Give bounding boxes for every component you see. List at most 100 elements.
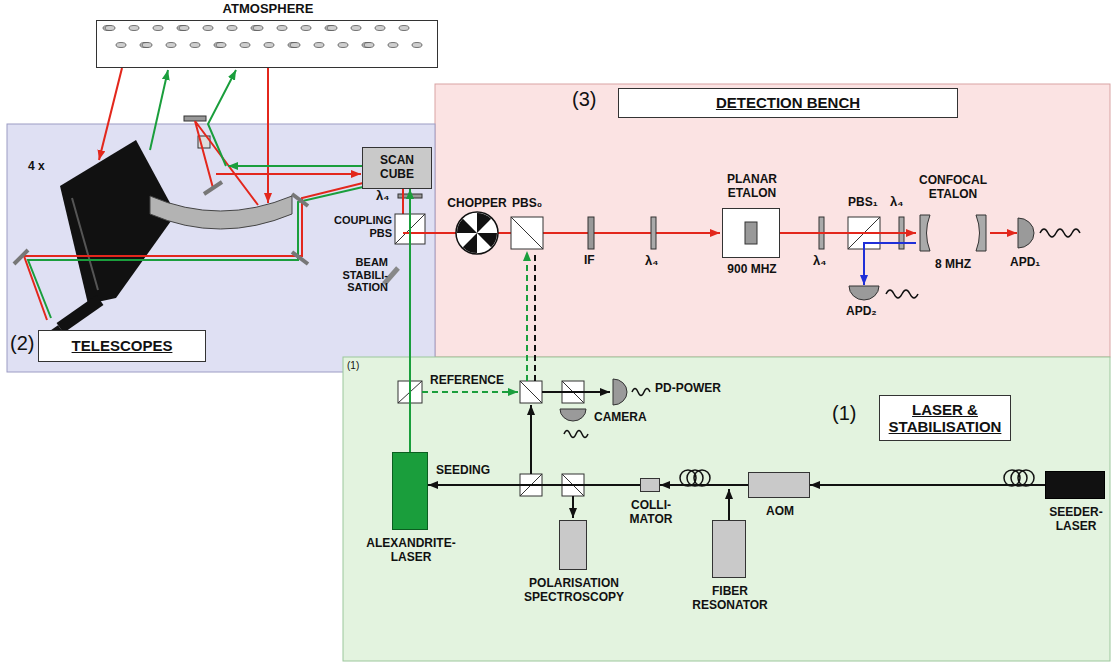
detection-panel: (3)DETECTION BENCHPLANAR ETALON900 MHZCO…	[435, 84, 1110, 357]
signal-wave	[564, 431, 588, 438]
fiber-coil	[680, 470, 1034, 486]
node-outline	[848, 285, 880, 301]
folding-mirror	[204, 182, 222, 194]
backscatter-ray	[195, 121, 258, 205]
beam-connector	[990, 232, 1017, 234]
beam-splitter-cube	[511, 217, 543, 249]
component-box: COLLI-MATOR	[640, 478, 660, 492]
section-heading: LASER & STABILISATION	[879, 395, 1011, 441]
part-label: REFERENCE	[430, 374, 514, 388]
box-text: SCAN CUBE	[368, 154, 426, 182]
node-outline	[723, 209, 781, 259]
component-box: FIBER RESONATOR	[712, 520, 746, 578]
signal-wave	[886, 290, 918, 298]
beam-connector	[428, 484, 640, 486]
waveplate	[651, 217, 656, 249]
box-text: LASER & STABILISATION	[885, 401, 1005, 436]
part-label: (1)	[347, 360, 371, 372]
mirror	[292, 252, 308, 264]
detector: CAMERA	[559, 408, 587, 422]
beam-connector	[660, 484, 748, 486]
detector: APD₂	[848, 285, 880, 301]
node-outline	[1017, 217, 1035, 249]
node-caption: APD₁	[1010, 256, 1060, 270]
beam-connector	[409, 189, 411, 452]
node-caption: POLARISATION SPECTROSCOPY	[519, 577, 629, 605]
atmosphere-box: ATMOSPHERE	[96, 20, 438, 68]
beam-splitter-cube	[520, 381, 542, 403]
seed-beam	[572, 496, 574, 518]
planar-etalon: PLANAR ETALON900 MHZ	[722, 208, 780, 258]
node-caption: SEEDER-LASER	[1036, 506, 1116, 534]
beam-connector	[810, 484, 1045, 486]
node-outline	[612, 378, 628, 406]
seed-laser-box: SEEDER-LASER	[1045, 471, 1105, 499]
signal-wave	[632, 389, 650, 396]
reference-beam	[422, 391, 518, 393]
part-label: COUPLING PBS	[326, 214, 392, 239]
part-label: λ₄	[813, 254, 835, 269]
box-text: TELESCOPES	[72, 337, 173, 354]
edge-label: SEEDING	[436, 464, 490, 478]
part-label: BEAM STABILI-SATION	[326, 256, 388, 294]
node-caption: APD₂	[846, 305, 896, 319]
resonator-beam	[728, 489, 730, 520]
interference-filter	[588, 217, 594, 249]
reference-beam	[526, 251, 528, 381]
node-caption: 900 MHZ	[712, 263, 792, 277]
mirror	[14, 250, 28, 264]
atmosphere-fill	[96, 20, 438, 68]
seed-beam	[542, 391, 610, 393]
node-outline	[559, 408, 587, 422]
part-label: 4 x	[28, 160, 68, 174]
node-caption: (1)	[832, 402, 868, 425]
node-caption: ALEXANDRITE-LASER	[361, 537, 461, 565]
node-outline	[916, 213, 990, 253]
node-caption: CAMERA	[594, 411, 664, 425]
backscatter-ray	[99, 68, 122, 160]
scan-cube: SCAN CUBE	[362, 147, 432, 189]
chopper-wheel	[456, 212, 498, 254]
node-caption: CONFOCAL ETALON	[911, 174, 995, 202]
node-caption: PD-POWER	[655, 382, 735, 396]
receive-beam	[403, 232, 720, 234]
mirror	[292, 194, 308, 206]
detector: PD-POWER	[612, 378, 628, 406]
beam-splitter-diagonal	[520, 381, 542, 403]
receive-beam	[216, 173, 361, 175]
part-label: CHOPPER	[440, 197, 514, 211]
beam-splitter-diagonal	[511, 217, 543, 249]
part-label: PBS₁	[848, 196, 888, 210]
detection-panel-fill	[435, 84, 1110, 357]
node-caption: FIBER RESONATOR	[685, 585, 775, 613]
seed-beam	[530, 405, 532, 474]
node-caption: ATMOSPHERE	[97, 2, 439, 17]
component-box: POLARISATION SPECTROSCOPY	[559, 520, 587, 570]
backscatter-ray	[267, 68, 269, 203]
detector: APD₁	[1017, 217, 1035, 249]
part-label: IF	[584, 254, 604, 268]
transmit-beam	[28, 187, 363, 318]
transmit-beam	[208, 70, 236, 166]
secondary-mirror	[184, 116, 206, 121]
component-box: AOM	[748, 472, 810, 498]
primary-mirror	[150, 196, 292, 229]
node-caption: PLANAR ETALON	[712, 173, 792, 201]
part-label: λ₄	[645, 254, 667, 269]
seed-reference-beam	[534, 251, 536, 381]
box-text: DETECTION BENCH	[716, 94, 860, 111]
node-caption: COLLI-MATOR	[623, 499, 679, 527]
aerosol-particles	[103, 26, 422, 48]
laser-panel-fill	[343, 357, 1110, 661]
part-label: PBS₀	[512, 197, 552, 211]
section-heading: TELESCOPES	[38, 330, 206, 362]
section-heading: DETECTION BENCH	[618, 88, 958, 118]
node-caption: AOM	[750, 505, 810, 519]
signal-wave	[1040, 229, 1080, 237]
laser-ray	[150, 70, 168, 150]
telescopes-panel-fill	[7, 124, 435, 372]
part-label: λ₄	[890, 195, 910, 210]
part-label: λ₄	[376, 189, 398, 204]
beam-connector	[864, 243, 916, 285]
beam-connector	[780, 232, 916, 234]
